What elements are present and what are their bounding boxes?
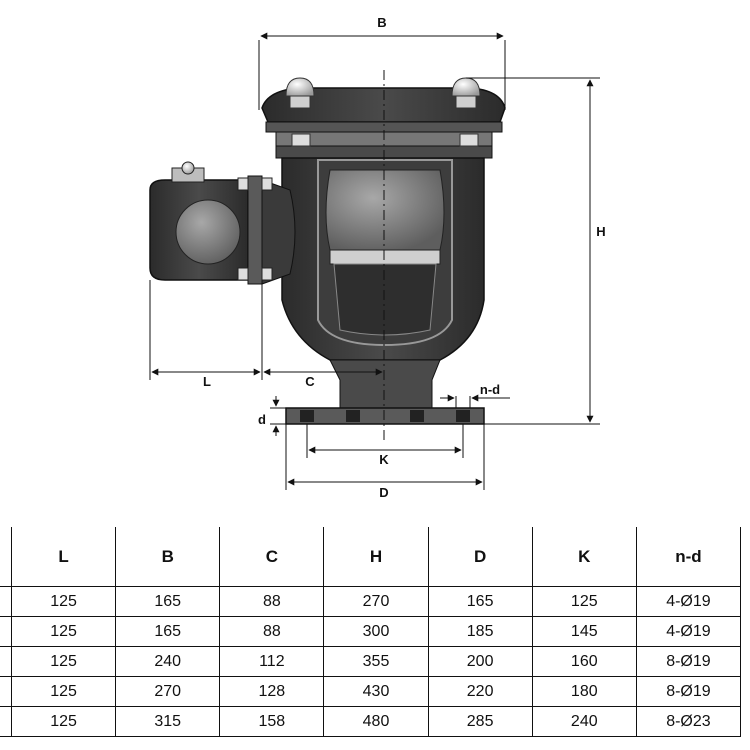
cell: 125	[10, 646, 117, 677]
header-d: D	[427, 527, 533, 587]
cell: 125	[10, 676, 117, 707]
air-valve-drawing: B H L C n-d d K D	[149, 15, 606, 500]
spec-table-section: L B C H D K n-d 125 165 88 270 165 125 4…	[0, 527, 750, 750]
header-b: B	[115, 527, 221, 587]
cover-bolt-left	[285, 77, 315, 109]
cell: 240	[115, 646, 221, 677]
cell: 145	[531, 616, 637, 647]
cell: 160	[531, 646, 637, 677]
cell: 125	[10, 616, 117, 647]
cell: 240	[531, 706, 637, 737]
spec-table: L B C H D K n-d 125 165 88 270 165 125 4…	[10, 527, 742, 737]
table-left-edge	[0, 527, 11, 750]
cell: 158	[219, 706, 325, 737]
cell: 4-Ø19	[635, 616, 742, 647]
cell: 300	[323, 616, 429, 647]
dim-label-nd: n-d	[480, 382, 500, 397]
dim-label-h: H	[596, 224, 605, 239]
cell: 355	[323, 646, 429, 677]
cell: 165	[115, 586, 221, 617]
ball-float	[325, 169, 445, 251]
cell: 165	[115, 616, 221, 647]
dim-label-c: C	[305, 374, 315, 389]
cell: 88	[219, 616, 325, 647]
cell: 200	[427, 646, 533, 677]
header-c: C	[219, 527, 325, 587]
cell: 128	[219, 676, 325, 707]
dim-label-d-large: D	[379, 485, 388, 500]
cell: 480	[323, 706, 429, 737]
cell: 8-Ø23	[635, 706, 742, 737]
table-header-row: L B C H D K n-d	[10, 527, 742, 587]
valve-neck	[329, 359, 441, 413]
dimension-lines	[149, 32, 600, 490]
table-row: 125 240 112 355 200 160 8-Ø19	[10, 646, 742, 677]
dim-label-k: K	[379, 452, 389, 467]
cell: 88	[219, 586, 325, 617]
cell: 220	[427, 676, 533, 707]
cell: 125	[10, 586, 117, 617]
cell: 125	[10, 706, 117, 737]
header-k: K	[531, 527, 637, 587]
cover-bolt-right	[451, 77, 481, 109]
dim-label-d-small: d	[258, 412, 266, 427]
header-h: H	[323, 527, 429, 587]
bottom-flange	[285, 407, 485, 425]
cell: 270	[115, 676, 221, 707]
cell: 112	[219, 646, 325, 677]
cell: 4-Ø19	[635, 586, 742, 617]
side-flange	[247, 175, 263, 285]
side-ball	[175, 199, 241, 265]
cell: 315	[115, 706, 221, 737]
cell: 430	[323, 676, 429, 707]
cell: 165	[427, 586, 533, 617]
cell: 285	[427, 706, 533, 737]
cell: 180	[531, 676, 637, 707]
cell: 8-Ø19	[635, 646, 742, 677]
table-row: 125 270 128 430 220 180 8-Ø19	[10, 676, 742, 707]
table-row: 125 165 88 270 165 125 4-Ø19	[10, 586, 742, 617]
cell: 270	[323, 586, 429, 617]
table-row: 125 165 88 300 185 145 4-Ø19	[10, 616, 742, 647]
cell: 125	[531, 586, 637, 617]
dim-label-b: B	[377, 15, 386, 30]
table-row: 125 315 158 480 285 240 8-Ø23	[10, 706, 742, 737]
header-l: L	[10, 527, 117, 587]
dim-label-l: L	[203, 374, 211, 389]
cell: 185	[427, 616, 533, 647]
header-nd: n-d	[635, 527, 742, 587]
cell: 8-Ø19	[635, 676, 742, 707]
